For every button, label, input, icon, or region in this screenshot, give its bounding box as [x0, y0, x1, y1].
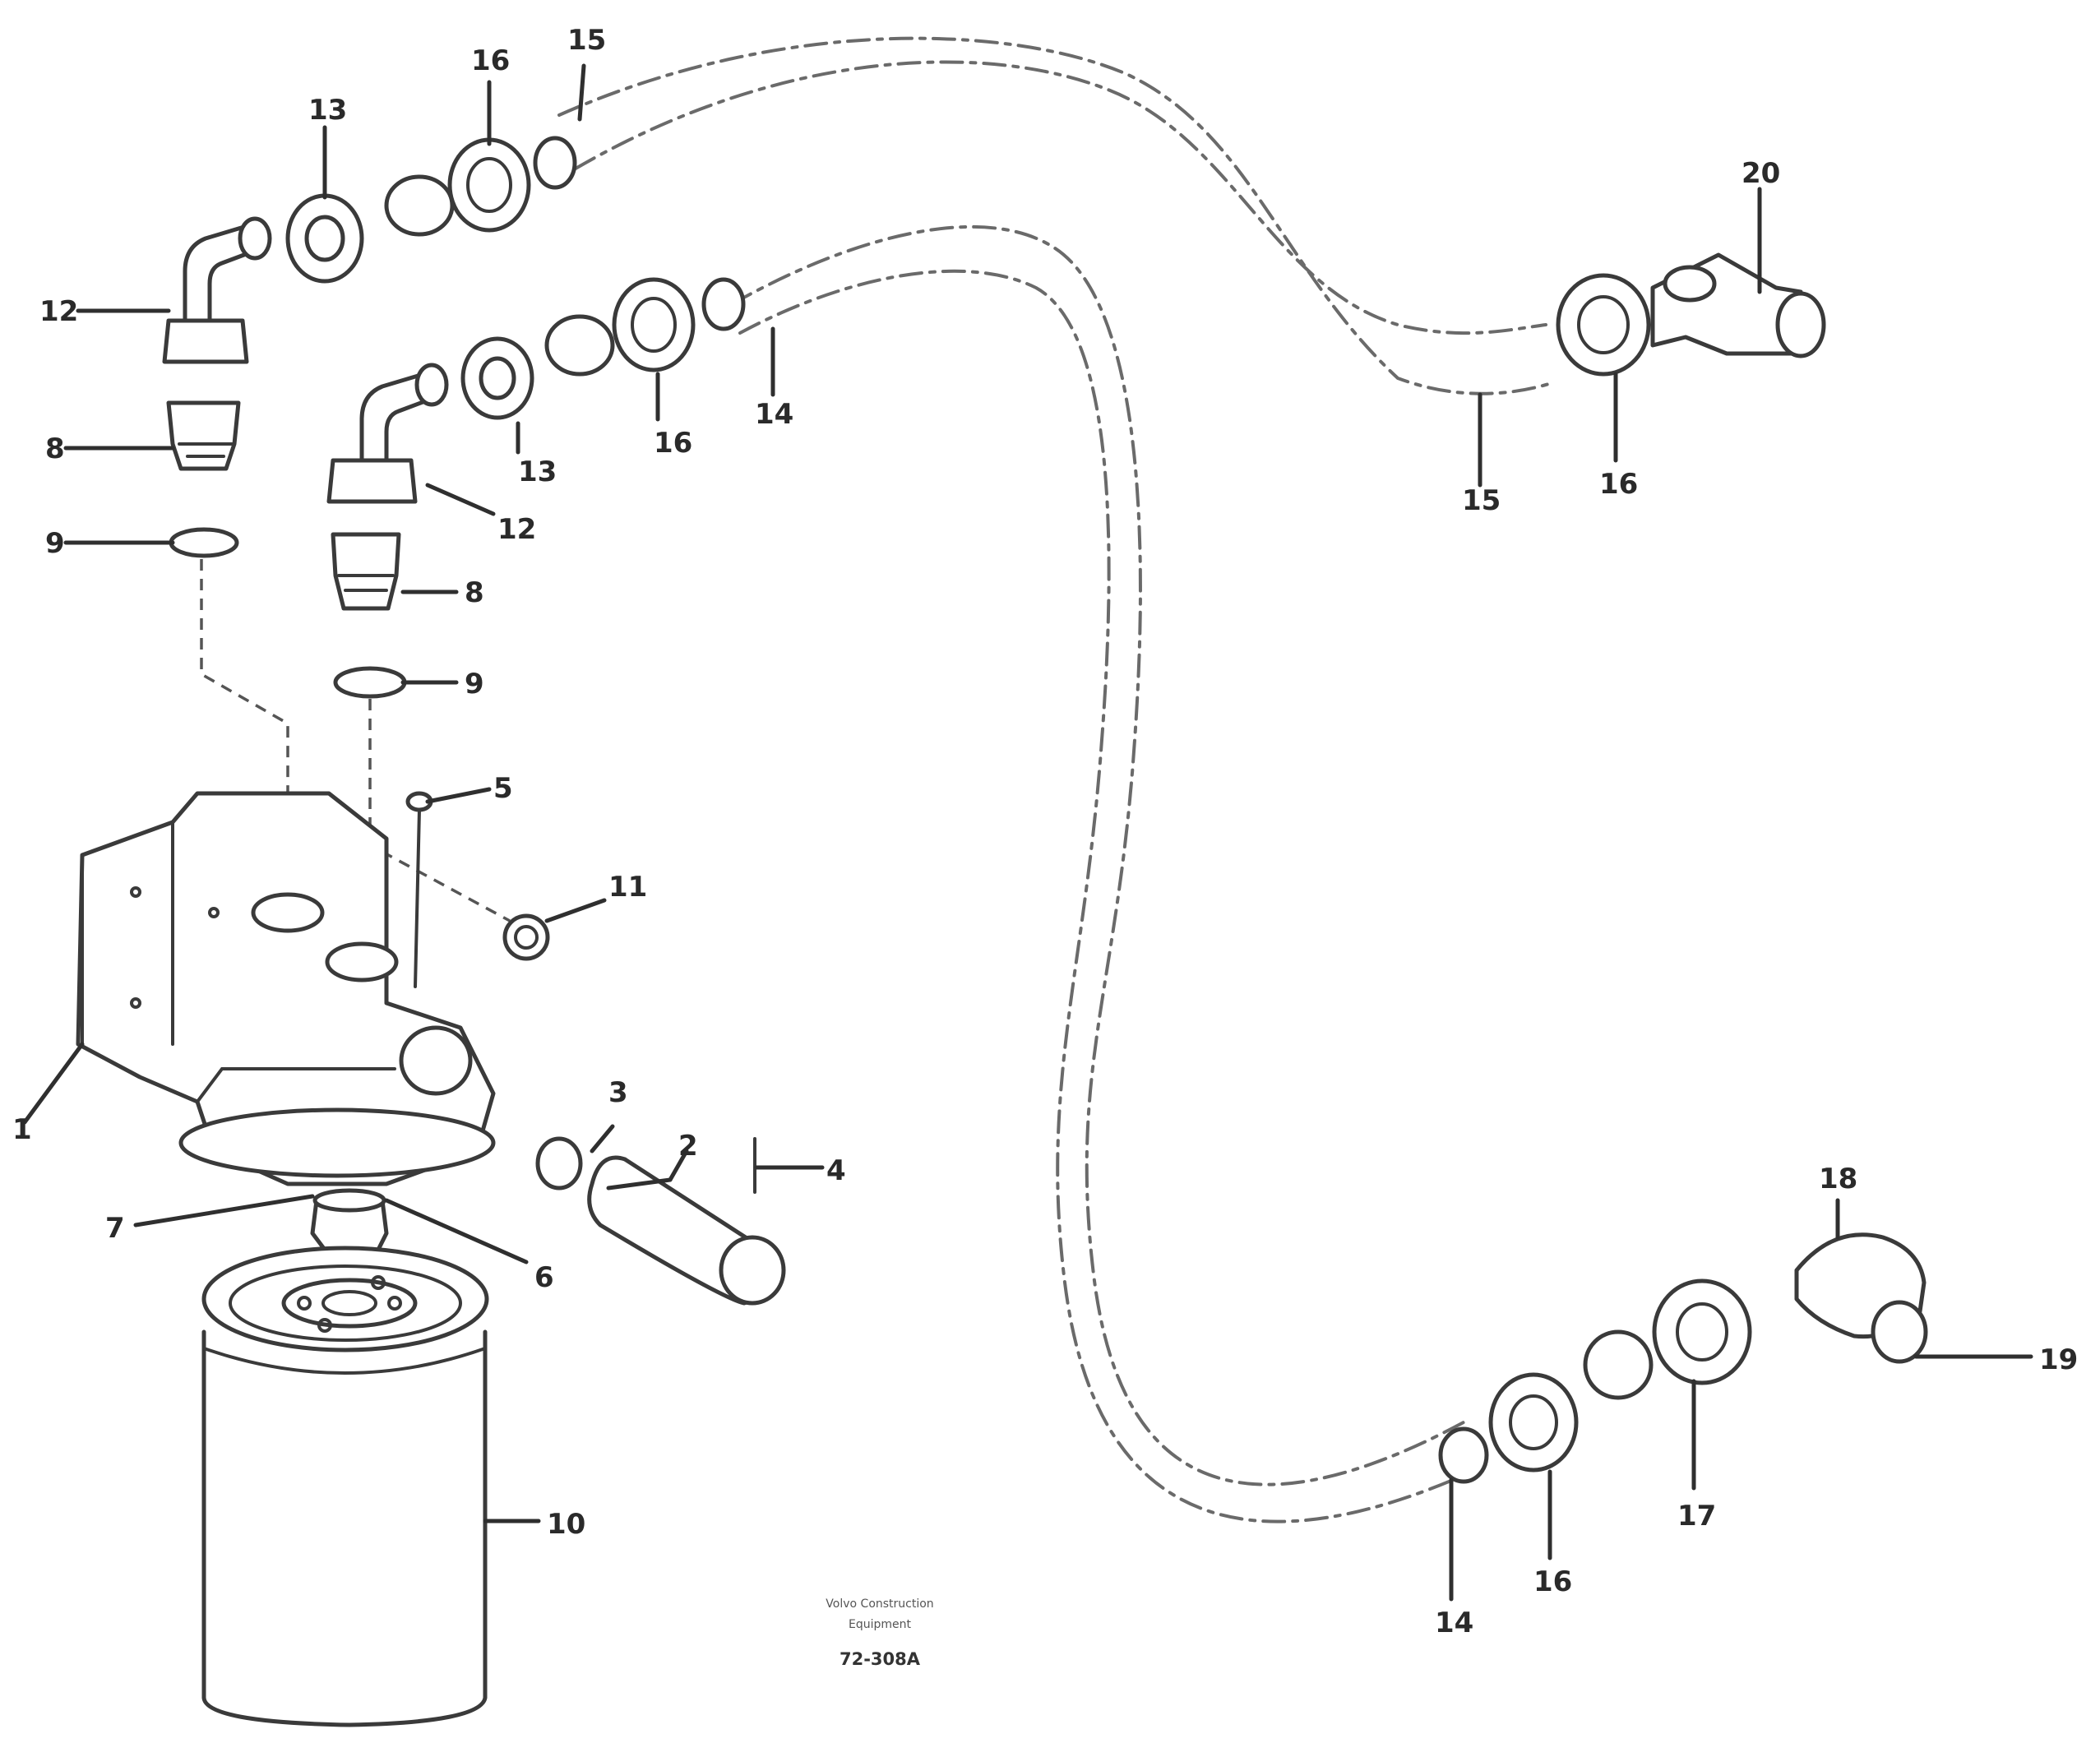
callout-16-upper: 16 [471, 44, 510, 77]
stamp-code: 72-308A [840, 1649, 921, 1669]
seal-9-middle [333, 666, 407, 699]
callout-16-middle: 16 [654, 427, 692, 460]
ferrule-14-middle [701, 277, 746, 331]
callout-13-upper: 13 [308, 94, 347, 127]
callout-15-upper: 15 [567, 24, 606, 57]
clamp-16-middle [612, 277, 696, 372]
stamp-line-2: Equipment [849, 1618, 912, 1631]
callout-3: 3 [608, 1076, 628, 1109]
callout-8-left: 8 [45, 432, 65, 465]
union-nut-17 [1652, 1278, 1752, 1385]
elbow-fitting-18 [1794, 1232, 1928, 1364]
callout-numbers: 1 2 3 4 5 6 7 8 8 9 9 10 11 12 12 13 13 … [12, 24, 2078, 1639]
hose-sleeve-lower [1583, 1329, 1654, 1400]
drawing-stamp: Volvo Construction Equipment 72-308A [826, 1597, 933, 1669]
o-ring-3 [535, 1136, 583, 1191]
seal-9-left [169, 527, 239, 558]
callout-19: 19 [2039, 1343, 2078, 1376]
clamp-16-right [1556, 273, 1651, 377]
callout-14-middle: 14 [755, 398, 793, 431]
adapter-8-middle [331, 532, 401, 611]
tee-connector-20 [1650, 252, 1826, 358]
callout-14-lower: 14 [1435, 1607, 1473, 1639]
callout-2: 2 [678, 1130, 698, 1163]
stamp-line-1: Volvo Construction [826, 1597, 933, 1611]
callout-11: 11 [608, 871, 647, 904]
union-nut-13-middle [460, 336, 534, 420]
hose-upper [557, 36, 1556, 395]
assembly-guide-11 [312, 812, 511, 922]
ferrule-14-lower [1438, 1426, 1489, 1484]
callout-16-lower: 16 [1533, 1565, 1572, 1598]
elbow-fitting-upper [162, 216, 272, 364]
callout-10: 10 [547, 1508, 585, 1541]
callout-7: 7 [105, 1212, 125, 1245]
hose-lower [730, 224, 1473, 1523]
elbow-fitting-middle [326, 363, 449, 504]
clamp-16-lower [1488, 1372, 1579, 1473]
callout-18: 18 [1819, 1163, 1857, 1195]
leader-lines [22, 63, 2033, 1602]
callout-9-left: 9 [45, 527, 65, 560]
adapter-8-left [166, 400, 241, 471]
callout-16-right: 16 [1599, 468, 1638, 501]
callout-20: 20 [1742, 157, 1780, 190]
oil-filter-canister [201, 1246, 489, 1727]
callout-12-middle: 12 [497, 513, 536, 546]
hose-sleeve-upper [384, 174, 455, 237]
callout-9-middle: 9 [465, 668, 484, 700]
valve-piston-2 [587, 1155, 786, 1306]
clamp-16-upper [447, 137, 531, 233]
callout-6: 6 [534, 1261, 554, 1294]
callout-13-middle: 13 [518, 455, 557, 488]
callout-5: 5 [493, 772, 513, 805]
callout-12-upper: 12 [39, 295, 78, 328]
plug-11 [502, 913, 550, 961]
callout-8-middle: 8 [465, 576, 484, 609]
callout-1: 1 [12, 1113, 32, 1146]
callout-15-right: 15 [1462, 484, 1501, 517]
screw-5 [405, 791, 433, 988]
callout-4: 4 [826, 1154, 846, 1187]
ferrule-15-upper [533, 136, 577, 190]
hose-sleeve-middle [544, 314, 615, 377]
union-nut-13-upper [285, 193, 364, 284]
callout-17: 17 [1677, 1500, 1716, 1533]
threaded-nipple-6 [310, 1188, 389, 1252]
filter-head-bracket [76, 791, 496, 1186]
